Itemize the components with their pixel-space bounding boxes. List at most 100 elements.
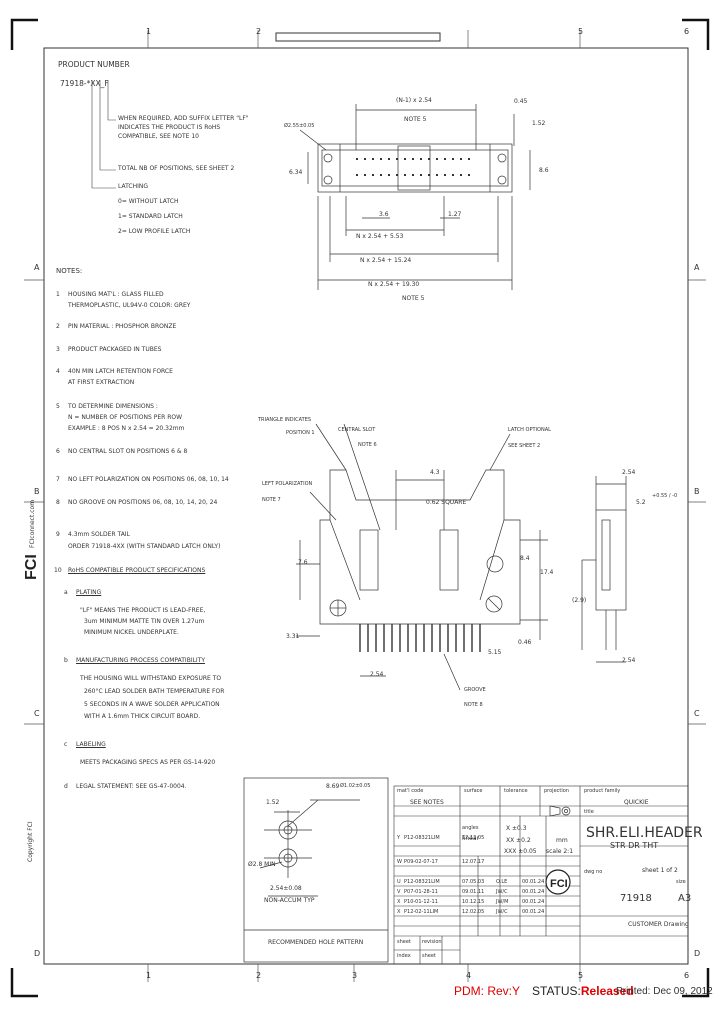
- note-line: NO LEFT POLARIZATION ON POSITIONS 06, 08…: [68, 476, 229, 483]
- row-letter: B: [34, 487, 40, 496]
- rohs-a-line: MINIMUM NICKEL UNDERPLATE.: [84, 629, 179, 636]
- top-view-drawing: [299, 104, 531, 290]
- dim-label: 8.69: [326, 783, 340, 790]
- note-line: AT FIRST EXTRACTION: [68, 379, 135, 386]
- dim-label: N x 2.54 + 5.53: [356, 233, 404, 240]
- dim-label: 2.54: [622, 657, 636, 664]
- rev-letter: X: [397, 909, 401, 915]
- note-line: TO DETERMINE DIMENSIONS :: [68, 403, 158, 410]
- note-line: 40N MIN LATCH RETENTION FORCE: [68, 368, 173, 375]
- dim-label: 5.2: [636, 499, 646, 506]
- dim-label: 2.54: [370, 671, 384, 678]
- dim-label: 17.4: [540, 569, 554, 576]
- callout-line: TRIANGLE INDICATES: [258, 417, 312, 423]
- field-label: angles: [462, 825, 479, 831]
- note-line: PIN MATERIAL : PHOSPHOR BRONZE: [68, 323, 177, 330]
- dim-label: 6.34: [289, 169, 303, 176]
- dim-label: Ø2.8 MIN: [248, 861, 276, 868]
- rev-chk: 00.01.24: [522, 899, 545, 905]
- dim-label: 7.6: [298, 559, 308, 566]
- dim-label: Ø2.55±0.05: [284, 123, 315, 129]
- callout-line: LEFT POLARIZATION: [262, 481, 313, 487]
- note-line: RoHS COMPATIBLE PRODUCT SPECIFICATIONS: [68, 567, 206, 574]
- dim-label: 1.52: [532, 120, 546, 127]
- drawing-title: SHR.ELI.HEADER: [586, 825, 703, 841]
- dim-label: (2.9): [572, 597, 587, 604]
- col-number: 2: [256, 971, 262, 980]
- callout-line: GROOVE: [464, 687, 486, 693]
- rev-letter: U: [397, 879, 401, 885]
- field-label: title: [584, 809, 594, 815]
- fci-url: FCIconnect.com: [29, 499, 36, 548]
- note-number: 10: [54, 567, 62, 574]
- printed-date: Printed: Dec 09, 2012: [616, 986, 713, 997]
- rev-date: 12.12.05: [462, 835, 485, 841]
- callout-line: NOTE 8: [464, 702, 483, 708]
- note-line: EXAMPLE : 8 POS N x 2.54 = 20.32mm: [68, 425, 185, 432]
- rohs-a-title: PLATING: [76, 589, 102, 596]
- svg-text:FCI: FCI: [550, 878, 568, 890]
- rohs-c-title: LABELING: [76, 741, 106, 748]
- note-number: 3: [56, 346, 60, 353]
- row-letter: A: [34, 263, 40, 272]
- hole-pattern-drawing: [259, 799, 360, 897]
- field-label: linear: [462, 835, 479, 842]
- product-number-heading: PRODUCT NUMBER: [58, 60, 130, 69]
- rev-letter: W: [397, 859, 402, 865]
- rev-by: JW/M: [496, 899, 509, 905]
- field-label: projection: [544, 788, 569, 794]
- drawing-number: 71918: [620, 893, 652, 904]
- col-number: 5: [578, 971, 584, 980]
- col-number: 1: [146, 27, 152, 36]
- dim-label: 3.31: [286, 633, 300, 640]
- dim-label: 4.3: [430, 469, 440, 476]
- rev-ecn: P10-01-12-11: [404, 899, 438, 905]
- rev-by: JW/C: [496, 909, 508, 915]
- rohs-a-line: "LF" MEANS THE PRODUCT IS LEAD-FREE,: [80, 607, 206, 614]
- note-number: 7: [56, 476, 60, 483]
- rev-ecn: P12-02-11LIM: [404, 909, 439, 915]
- dim-label: (N-1) x 2.54: [396, 97, 432, 104]
- rohs-a-line: 3um MINIMUM MATTE TIN OVER 1.27um: [84, 618, 205, 625]
- note-line: PRODUCT PACKAGED IN TUBES: [68, 346, 162, 353]
- latching-line: 0= WITHOUT LATCH: [118, 198, 179, 205]
- dim-label: NON-ACCUM TYP: [264, 897, 315, 904]
- field-label: index: [397, 953, 411, 959]
- note-number: 2: [56, 323, 60, 330]
- note-number: 8: [56, 499, 60, 506]
- note-line: ORDER 71918-4XX (WITH STANDARD LATCH ONL…: [68, 543, 221, 550]
- rev-date: 12.07.17: [462, 859, 485, 865]
- field-label: revision: [422, 939, 442, 945]
- note-line: HOUSING MAT'L : GLASS FILLED: [68, 291, 164, 298]
- col-number: 2: [256, 27, 262, 36]
- units: mm: [556, 837, 568, 844]
- col-number: 6: [684, 971, 690, 980]
- fci-logo: FCI: [545, 869, 571, 895]
- note-number: 9: [56, 531, 60, 538]
- dim-label: Ø1.02±0.05: [340, 783, 371, 789]
- dim-label: NOTE 5: [404, 116, 427, 123]
- hole-pattern-caption: RECOMMENDED HOLE PATTERN: [268, 939, 364, 946]
- dim-label: N x 2.54 + 19.30: [368, 281, 420, 288]
- col-number: 1: [146, 971, 152, 980]
- rohs-b-line: WITH A 1.6mm THICK CIRCUIT BOARD.: [84, 713, 201, 720]
- callout-line: SEE SHEET 2: [508, 443, 541, 449]
- rev-by: JW/C: [496, 889, 508, 895]
- rev-date: 07.05.03: [462, 879, 485, 885]
- status-label: STATUS:: [532, 984, 581, 998]
- svg-text:FCI: FCI: [23, 554, 40, 580]
- projection-symbol: [549, 805, 571, 817]
- rohs-b-line: THE HOUSING WILL WITHSTAND EXPOSURE TO: [80, 675, 222, 682]
- field-label: product family: [584, 788, 621, 794]
- field-label: tolerance: [504, 788, 528, 794]
- rev-date: 09.01.11: [462, 889, 485, 895]
- rohs-b-line: 5 SECONDS IN A WAVE SOLDER APPLICATION: [84, 701, 220, 708]
- tolerance-value: XX ±0.2: [506, 837, 531, 844]
- callout-line: POSITION 1: [286, 430, 315, 436]
- drawing-size: A3: [678, 893, 692, 904]
- note-number: 5: [56, 403, 60, 410]
- note-line: THERMOPLASTIC, UL94V-0 COLOR: GREY: [68, 302, 191, 309]
- rev-ecn: P12-08321LIM: [404, 879, 440, 885]
- tolerance-value: XXX ±0.05: [504, 848, 537, 855]
